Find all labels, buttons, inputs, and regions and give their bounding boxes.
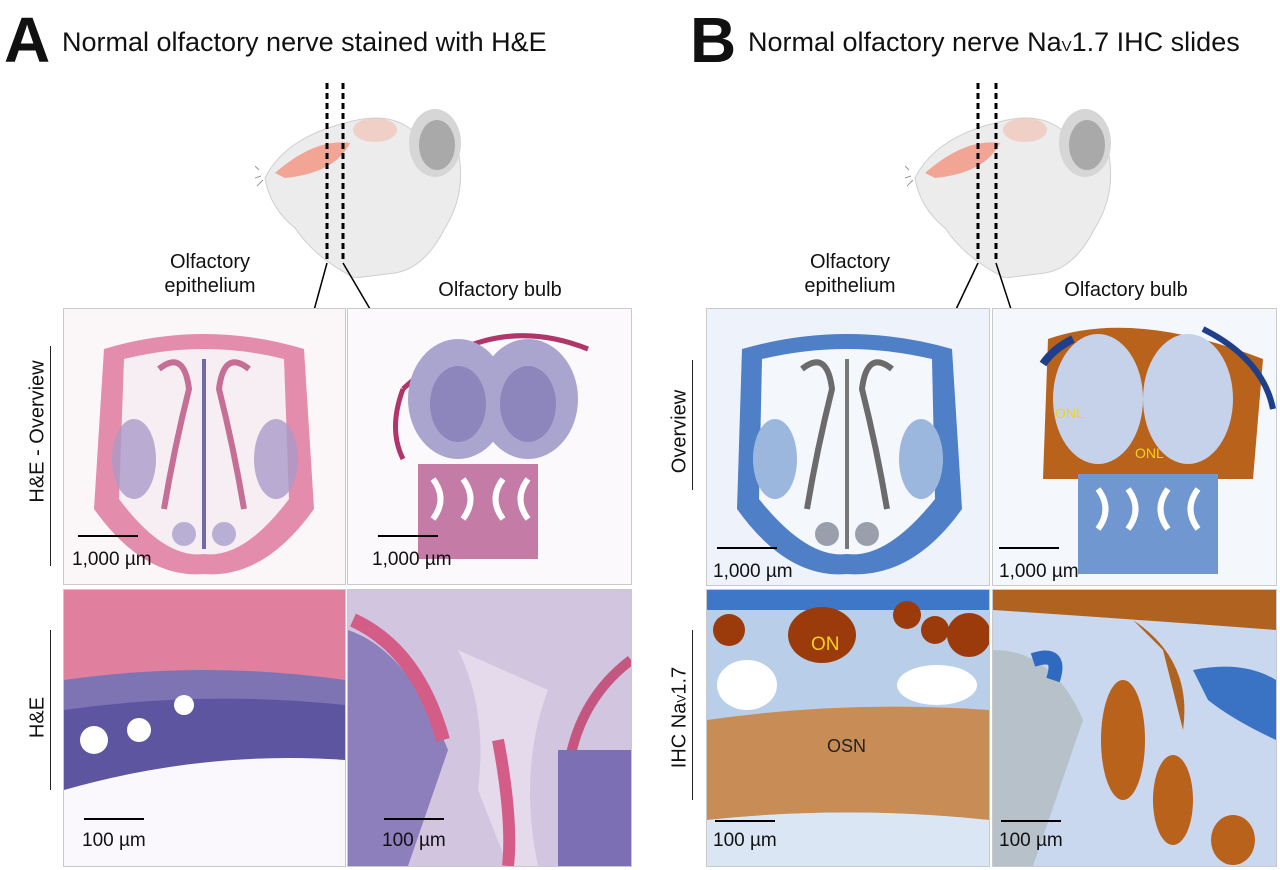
image-he-detail-epithelium: 100 µm [63,589,346,867]
image-he-overview-bulb: 1,000 µm [347,308,632,585]
image-ihc-detail-epithelium: ON OSN 100 µm [706,589,990,867]
image-he-detail-bulb: 100 µm [347,589,632,867]
image-ihc-detail-bulb: 100 µm [992,589,1277,867]
col-label-bulb-a: Olfactory bulb [438,279,562,301]
mouse-head-illustration-a [255,83,462,278]
scale-label: 1,000 µm [72,549,152,570]
col-label-epithelium-b: Olfactory epithelium [804,251,896,297]
image-ihc-overview-epithelium: 1,000 µm [706,308,990,586]
col-label-epithelium-a: Olfactory epithelium [164,251,256,297]
row-label-overview-b: Overview [668,389,691,474]
scale-label: 100 µm [713,830,777,851]
panel-b-letter: B [690,4,737,76]
scale-bar [84,818,144,820]
scale-bar [378,535,438,537]
panel-a-letter: A [4,4,51,76]
panel-a-title: Normal olfactory nerve stained with H&E [62,27,547,57]
scale-label: 100 µm [82,830,146,851]
mouse-head-illustration-b [905,83,1112,278]
panel-b-title: Normal olfactory nerve NaV1.7 IHC slides [748,26,1240,63]
scale-bar [717,547,777,549]
image-ihc-overview-bulb: ONL ONL 1,000 µm [992,308,1277,586]
scale-bar [999,547,1059,549]
tissue-label-onl: ONL [1135,445,1164,461]
scale-label: 1,000 µm [713,561,793,582]
scale-label: 1,000 µm [372,549,452,570]
row-rule-overview-a [50,346,51,566]
row-label-detail-b-prefix: IHC Na [668,702,691,769]
row-rule-detail-b [692,630,693,800]
row-rule-overview-b [692,360,693,490]
scale-label: 100 µm [999,830,1063,851]
row-label-detail-a: H&E [26,696,49,739]
scale-label: 1,000 µm [999,561,1079,582]
row-label-detail-b-suffix: 1.7 [668,666,691,695]
scale-bar [384,818,444,820]
tissue-label-osn: OSN [827,736,867,756]
row-label-detail-b-sub: V [674,694,689,703]
tissue-label-onl: ONL [1055,405,1084,421]
row-label-overview-a: H&E - Overview [26,360,49,503]
panel-b-title-prefix: Normal olfactory nerve Na [748,27,1062,57]
scale-bar [715,820,775,822]
scale-bar [78,535,138,537]
scale-label: 100 µm [382,830,446,851]
row-rule-detail-a [50,630,51,790]
image-he-overview-epithelium: 1,000 µm [63,308,346,585]
tissue-label-on: ON [811,634,840,655]
panel-b-title-sub: V [1061,38,1072,55]
row-label-detail-b: IHC NaV1.7 [669,628,692,808]
scale-bar [1001,820,1061,822]
panel-b-title-suffix: 1.7 IHC slides [1071,27,1240,57]
col-label-bulb-b: Olfactory bulb [1064,279,1188,301]
